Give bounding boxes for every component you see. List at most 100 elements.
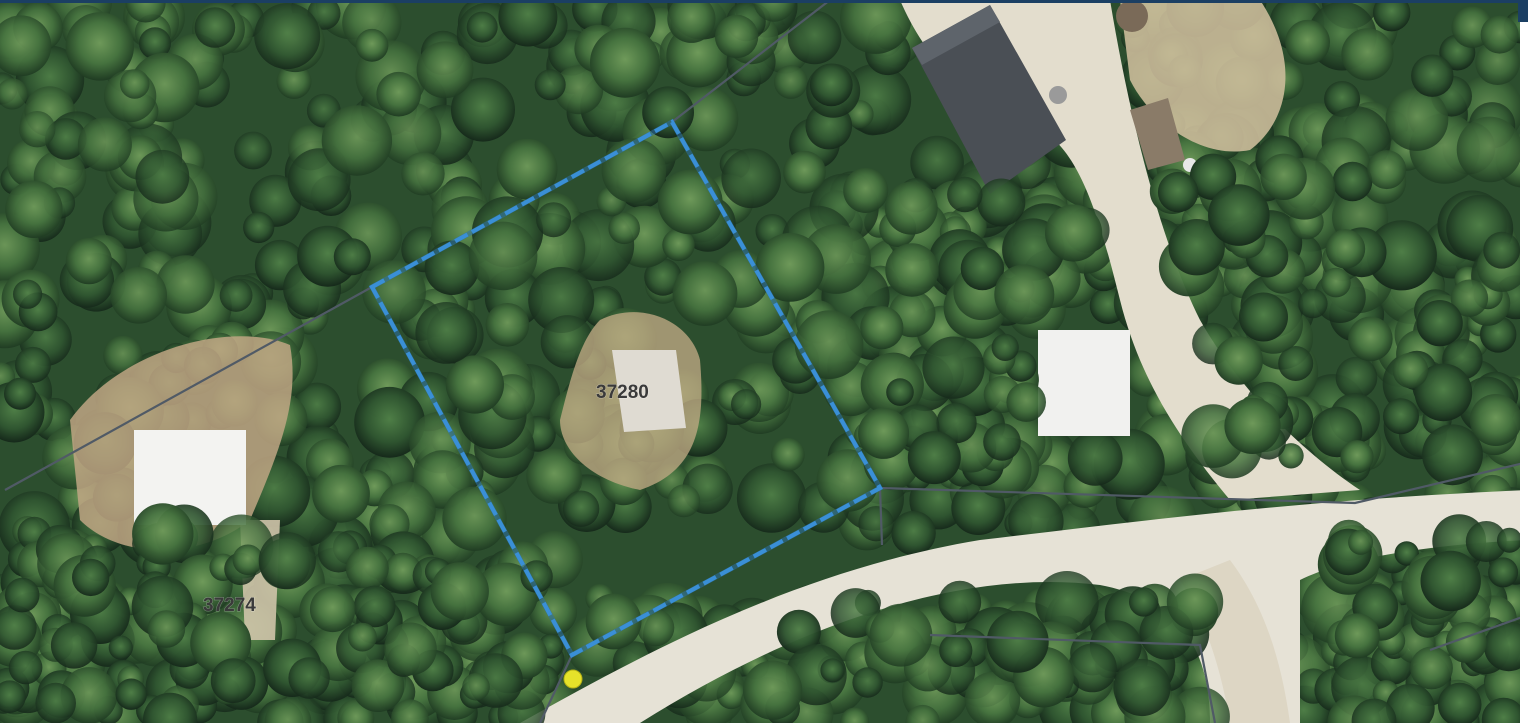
tree-crown (321, 105, 393, 176)
tree-crown (858, 506, 894, 542)
tree-crown (991, 333, 1019, 361)
tree-crown (907, 431, 961, 485)
tree-crown (667, 0, 716, 43)
tree-crown (721, 148, 781, 209)
tree-crown (1166, 573, 1224, 630)
tree-crown (194, 7, 236, 48)
tree-crown (19, 111, 56, 148)
tree-crown (498, 0, 558, 47)
tree-crown (1480, 15, 1519, 54)
tree-crown (13, 279, 43, 309)
tree-crown (1488, 557, 1519, 588)
driveway-north (900, 0, 1360, 500)
tree-crown (312, 464, 370, 523)
tree-crown (1483, 621, 1528, 672)
tree-crown (451, 77, 515, 142)
tree-crown (15, 346, 51, 383)
tree-crown (210, 658, 256, 704)
tree-crown (554, 65, 604, 115)
tree-crown (108, 635, 133, 660)
tree-crown (1129, 587, 1159, 617)
tree-crown (672, 261, 738, 326)
tree-crown (852, 667, 883, 698)
tree-crown (384, 622, 437, 676)
tree-crown (1450, 279, 1489, 317)
tree-crown (964, 672, 1021, 723)
tree-crown (1469, 394, 1522, 446)
tree-crown (590, 27, 660, 98)
tree-crown (1348, 529, 1374, 555)
tree-crown (345, 546, 389, 590)
tree-crown (135, 149, 190, 204)
tree-crown (983, 423, 1021, 461)
building-white-east (1038, 330, 1130, 436)
tree-crown (657, 169, 723, 235)
tree-crown (1416, 300, 1463, 347)
tree-crown (534, 69, 566, 101)
tree-crown (637, 609, 675, 647)
tree-crown (755, 233, 825, 302)
tree-crown (1367, 150, 1407, 190)
tree-crown (1348, 316, 1393, 362)
tree-crown (424, 240, 480, 295)
building-large-dark-roof (912, 5, 1066, 194)
tree-crown (776, 609, 821, 654)
tree-crown (232, 544, 264, 576)
tree-crown (520, 560, 553, 593)
tree-crown (362, 260, 426, 324)
tree-crown (466, 11, 498, 43)
tree-crown (1035, 571, 1099, 635)
tree-crown (333, 238, 371, 276)
tree-crown (391, 699, 429, 723)
tree-crown (783, 150, 826, 194)
tree-crown (143, 692, 198, 723)
tree-crown (190, 612, 252, 674)
tree-crown (416, 41, 474, 99)
tree-crown (1157, 171, 1199, 213)
tree-crown (378, 101, 442, 166)
tree-crown (1366, 220, 1437, 291)
tree-crown (1113, 658, 1171, 717)
tree-crown (840, 707, 870, 723)
tree-crown (860, 306, 904, 350)
tree-crown (1278, 346, 1314, 381)
tree-crown (1456, 116, 1523, 183)
tree-crown (1411, 54, 1454, 97)
tree-crown (1420, 550, 1481, 612)
tree-crown (1341, 28, 1394, 81)
tree-crown (1321, 267, 1351, 298)
tree-crown (601, 138, 667, 203)
tree-crown (1383, 398, 1419, 435)
tree-crown (1475, 40, 1520, 85)
tree-crown (608, 212, 640, 245)
tree-crown (986, 610, 1049, 673)
tree-crown (960, 246, 1005, 291)
frame-top (0, 0, 1528, 3)
tree-crown (276, 63, 312, 99)
tree-crown (1422, 424, 1483, 486)
tree-crown (132, 503, 194, 565)
tree-crown (355, 28, 389, 62)
tree-crown (1414, 363, 1473, 422)
subject-parcel-outline (368, 118, 884, 659)
tree-crown (922, 336, 985, 399)
tree-crown (0, 605, 37, 650)
tree-crown (774, 65, 808, 99)
tree-crown (65, 12, 134, 81)
tree-crown (8, 650, 43, 685)
point-marker[interactable] (563, 669, 583, 689)
tree-crown (753, 0, 795, 22)
tree-crown (264, 698, 312, 723)
tree-crown (110, 267, 167, 324)
tree-crown (714, 14, 759, 59)
tree-crown (936, 402, 977, 444)
tree-crown (1325, 229, 1366, 269)
tree-crown (430, 562, 489, 621)
tree-crown (50, 622, 98, 669)
tree-crown (125, 0, 166, 23)
tree-crown (45, 118, 87, 160)
tree-crown (947, 176, 983, 213)
tree-crown (353, 585, 396, 628)
tree-crown (445, 355, 504, 414)
